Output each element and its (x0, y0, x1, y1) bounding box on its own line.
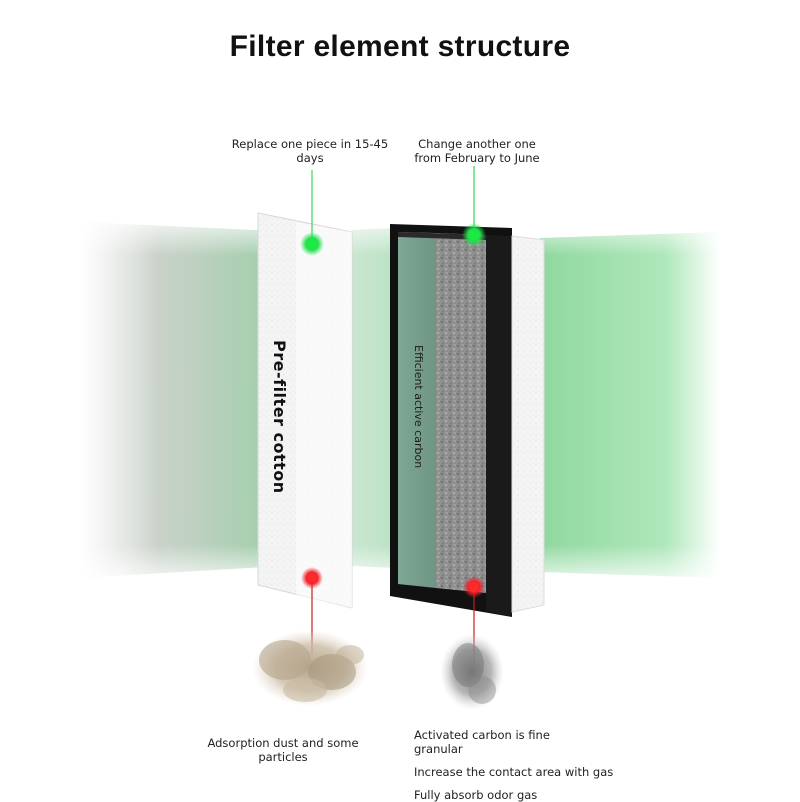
carbon-filter-frame (390, 224, 545, 617)
prefilter-top-dot (300, 232, 324, 256)
carbon-bottom-callout: Activated carbon is fine granular Increa… (414, 728, 614, 802)
prefilter-bottom-callout: Adsorption dust and some particles (207, 736, 359, 764)
prefilter-top-callout: Replace one piece in 15-45 days (231, 137, 389, 165)
dust-sample-image (252, 630, 368, 706)
carbon-top-dot (462, 223, 486, 247)
prefilter-bottom-dot (301, 567, 323, 589)
carbon-bottom-dot (463, 576, 485, 598)
prefilter-layer-label: Pre-filter cotton (270, 340, 289, 494)
carbon-granules-image (440, 634, 504, 710)
carbon-top-callout: Change another one from February to June (414, 137, 540, 165)
prefilter-cotton-sheet (257, 212, 353, 609)
page-title: Filter element structure (229, 30, 571, 63)
carbon-layer-label: Efficient active carbon (412, 345, 425, 469)
